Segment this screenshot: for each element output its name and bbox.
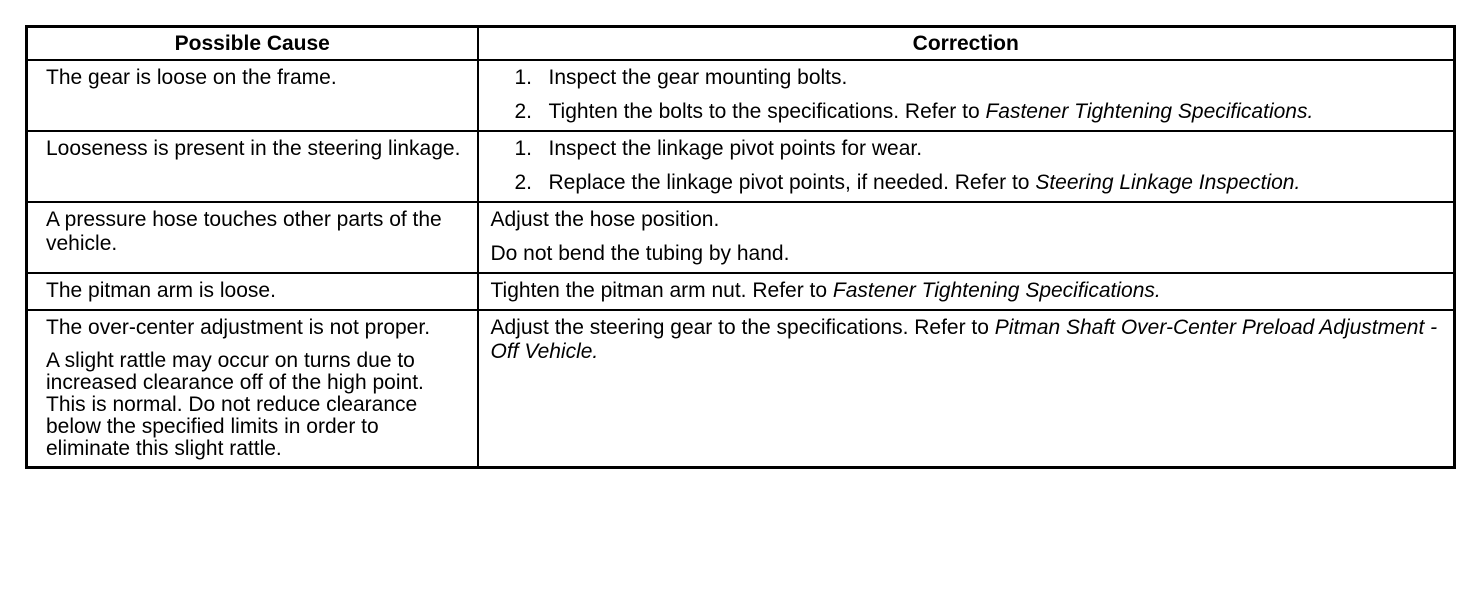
header-possible-cause: Possible Cause — [25, 25, 479, 61]
step-number: 1. — [514, 137, 533, 160]
cause-text: A pressure hose touches other parts of t… — [46, 208, 442, 255]
cause-text: The pitman arm is loose. — [46, 279, 276, 302]
correction-steps: 1. Inspect the gear mounting bolts. 2. T… — [491, 66, 1442, 124]
step-text: Inspect the linkage pivot points for wea… — [548, 137, 923, 160]
cause-text: The gear is loose on the frame. — [46, 66, 337, 89]
correction-cell: 1. Inspect the linkage pivot points for … — [476, 130, 1456, 203]
cause-text: Looseness is present in the steering lin… — [46, 137, 461, 160]
correction-step: 1. Inspect the gear mounting bolts. — [491, 66, 1442, 90]
step-text: Replace the linkage pivot points, if nee… — [548, 171, 1036, 194]
table-row: A pressure hose touches other parts of t… — [25, 201, 1456, 274]
correction-step: 2. Replace the linkage pivot points, if … — [491, 171, 1442, 195]
table-header-row: Possible Cause Correction — [25, 25, 1456, 61]
step-number: 1. — [514, 66, 533, 89]
table-row: The over-center adjustment is not proper… — [25, 309, 1456, 469]
step-reference: Fastener Tightening Specifications. — [985, 100, 1314, 123]
correction-body: Adjust the steering gear to the specific… — [490, 316, 995, 339]
step-text: Inspect the gear mounting bolts. — [548, 66, 848, 89]
cause-cell: The over-center adjustment is not proper… — [25, 309, 479, 469]
correction-reference: Fastener Tightening Specifications. — [832, 279, 1161, 302]
correction-cell: Adjust the hose position. Do not bend th… — [476, 201, 1456, 274]
cause-cell: Looseness is present in the steering lin… — [25, 130, 479, 203]
header-correction: Correction — [476, 25, 1456, 61]
correction-text: Tighten the pitman arm nut. Refer to Fas… — [491, 279, 1442, 303]
correction-step: 1. Inspect the linkage pivot points for … — [491, 137, 1442, 161]
table-row: The gear is loose on the frame. 1. Inspe… — [25, 59, 1456, 132]
step-number: 2. — [514, 100, 533, 123]
correction-body: Tighten the pitman arm nut. Refer to — [490, 279, 833, 302]
cause-cell: The gear is loose on the frame. — [25, 59, 479, 132]
correction-text: Adjust the hose position. — [490, 208, 720, 231]
cause-cell: The pitman arm is loose. — [25, 272, 479, 311]
correction-text: Adjust the steering gear to the specific… — [491, 316, 1442, 364]
correction-reference: Pitman Shaft Over-Center Preload Adjustm… — [490, 316, 1438, 363]
troubleshooting-table-container: Possible Cause Correction The gear is lo… — [25, 25, 1456, 469]
correction-text: Do not bend the tubing by hand. — [490, 242, 790, 265]
cause-cell: A pressure hose touches other parts of t… — [25, 201, 479, 274]
correction-step: 2. Tighten the bolts to the specificatio… — [491, 100, 1442, 124]
correction-cell: 1. Inspect the gear mounting bolts. 2. T… — [476, 59, 1456, 132]
correction-cell: Adjust the steering gear to the specific… — [476, 309, 1456, 469]
correction-steps: 1. Inspect the linkage pivot points for … — [491, 137, 1442, 195]
correction-cell: Tighten the pitman arm nut. Refer to Fas… — [476, 272, 1456, 311]
table-row: The pitman arm is loose. Tighten the pit… — [25, 272, 1456, 311]
step-reference: Steering Linkage Inspection. — [1035, 171, 1301, 194]
table-row: Looseness is present in the steering lin… — [25, 130, 1456, 203]
step-number: 2. — [514, 171, 533, 194]
cause-note: A slight rattle may occur on turns due t… — [46, 349, 424, 460]
cause-text: The over-center adjustment is not proper… — [46, 316, 431, 339]
troubleshooting-table: Possible Cause Correction The gear is lo… — [25, 25, 1456, 469]
step-text: Tighten the bolts to the specifications.… — [548, 100, 986, 123]
